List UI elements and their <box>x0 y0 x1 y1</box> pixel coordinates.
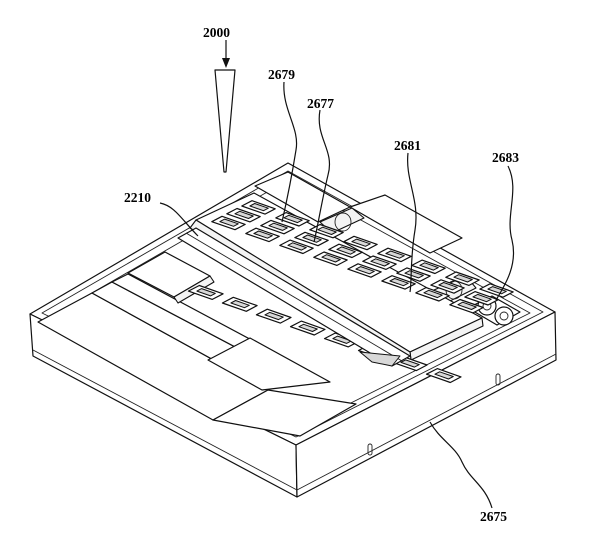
tray-cell-well <box>419 262 439 271</box>
leader-lines <box>159 81 515 509</box>
tray-cell-well <box>336 246 356 255</box>
reference-labels: 2000 2679 2677 2681 2683 2210 2675 <box>124 25 519 524</box>
tray-cell-well <box>472 293 492 303</box>
tray-cell-well <box>317 226 337 235</box>
tray-cell-well <box>253 230 273 239</box>
tray-cell-well <box>389 278 409 287</box>
tray-cells <box>187 200 514 384</box>
label-2677: 2677 <box>307 96 334 111</box>
tray-cell-well <box>457 301 477 310</box>
tray-cell-well <box>487 286 507 295</box>
tray-cell-well <box>351 238 371 247</box>
lower-tray-cell-well <box>400 359 420 368</box>
tray-cell-well <box>302 234 322 243</box>
lower-tray-cell-well <box>230 300 250 309</box>
lower-tray-cell-well <box>264 311 284 321</box>
cartridge-tray <box>187 192 514 384</box>
tray-cell-well <box>385 250 405 259</box>
label-2681: 2681 <box>394 138 421 153</box>
left-panels <box>37 251 357 437</box>
tray-cell-well <box>370 258 390 267</box>
tray-cell-well <box>438 282 458 291</box>
assembly-arrow <box>214 40 236 173</box>
lower-tray-cell-well <box>196 288 216 297</box>
lower-tray-cell-well <box>434 371 454 380</box>
tray-cell-well <box>283 214 303 224</box>
tray-cell-well <box>234 210 254 219</box>
tray-cell-well <box>453 274 473 283</box>
label-2679: 2679 <box>268 67 295 82</box>
label-2683: 2683 <box>492 150 519 165</box>
tray-cell-well <box>287 242 307 251</box>
label-2210: 2210 <box>124 190 151 205</box>
tray-cell-well <box>423 289 443 299</box>
label-2675: 2675 <box>480 509 507 524</box>
label-2000: 2000 <box>203 25 230 40</box>
lower-tray-cell-well <box>298 323 318 332</box>
tray-cell-well <box>404 270 424 279</box>
tray-cell-well <box>268 222 288 231</box>
tray-cell-well <box>321 254 341 263</box>
slide-rails <box>177 227 411 367</box>
tray-cell-well <box>219 218 239 227</box>
tray-cell-well <box>355 266 375 275</box>
tray-cell-well <box>249 203 269 212</box>
